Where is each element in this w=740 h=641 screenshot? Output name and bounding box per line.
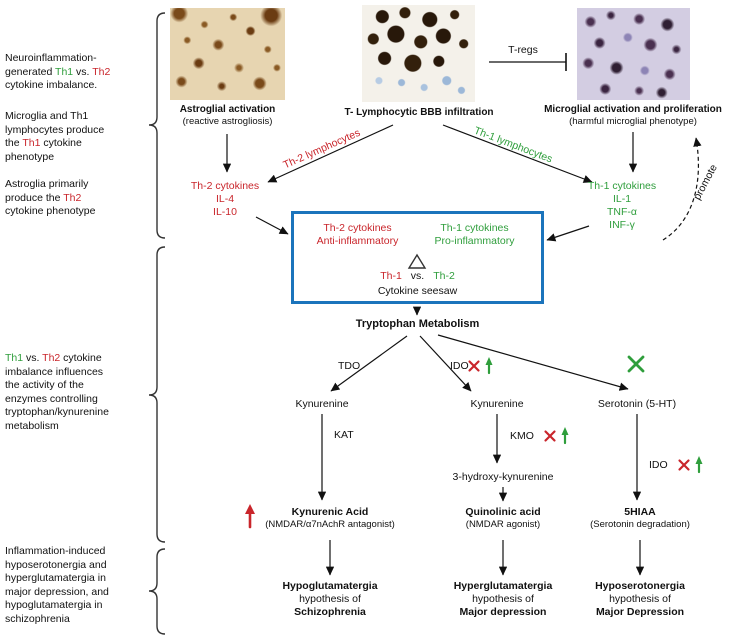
caption-lymphocytic: T- Lymphocytic BBB infiltration [319,107,519,119]
serotonin-label: Serotonin (5-HT) [597,398,677,410]
th1-lymphocytes-label: Th-1 lymphocytes [472,124,555,166]
kynurenic-acid-name: Kynurenic Acid [291,506,369,518]
increase-arrow-head-ido [485,357,493,365]
caption-microglial-subtitle: (harmful microglial phenotype) [569,116,697,127]
th1-cytokine-il1: IL-1 [612,193,632,205]
caption-astroglial-title: Astroglial activation [179,104,276,115]
outcome-md1-line2: hypothesis of [472,593,534,605]
fivehiaa-name: 5HIAA [624,506,656,518]
histology-image-microglial [577,8,690,100]
outcome-md1-line3: Major depression [459,606,547,618]
quinolinic-acid-name: Quinolinic acid [465,506,541,518]
sidebar-note-astroglia: Astroglia primarily produce the Th2 cyto… [5,178,117,219]
kynurenine-left-label: Kynurenine [295,398,349,410]
th1-highlight: Th1 [55,65,74,78]
outcome-schizophrenia-line3: Schizophrenia [294,606,366,618]
th2-highlight: Th2 [42,352,61,364]
kynurenine-mid-label: Kynurenine [470,398,524,410]
caption-astroglial-subtitle: (reactive astrogliosis) [182,116,273,127]
grouping-brace-middle [148,246,166,543]
fivehiaa-node: 5HIAA (Serotonin degradation) [580,506,700,531]
th2-cytokine-il4: IL-4 [215,193,235,205]
caption-astroglial: Astroglial activation (reactive astrogli… [160,104,295,128]
hydroxykynurenine-label: 3-hydroxy-kynurenine [452,471,554,483]
increase-arrow-head-kmo [561,427,569,435]
outcome-major-depression-1: Hyperglutamatergia hypothesis of Major d… [441,580,565,619]
caption-microglial-title: Microglial activation and proliferation [544,104,722,115]
th1-cytokines-node: Th-1 cytokines IL-1 TNF-α INF-γ [574,180,670,232]
arrow-th2-to-seesaw [255,216,289,235]
text-segment: vs. [73,65,93,78]
outcome-major-depression-2: Hyposerotonergia hypothesis of Major Dep… [578,580,702,619]
cytokine-seesaw-box [291,211,544,304]
seesaw-vs-line: Th-1 vs. Th-2 [355,270,480,283]
seesaw-th1-subtitle: Pro-inflammatory [434,235,515,247]
enzyme-kmo-label: KMO [510,430,534,442]
th1-cytokine-tnf: TNF-α [607,206,637,218]
text-segment: Neuroinflammation-generated [5,52,97,78]
outcome-schizophrenia: Hypoglutamatergia hypothesis of Schizoph… [268,580,392,619]
seesaw-vs-th1: Th-1 [380,270,402,282]
text-segment: cytokine imbalance. [5,79,98,91]
grouping-brace-bottom [148,548,166,635]
outcome-md1-line1: Hyperglutamatergia [453,580,553,592]
enzyme-ido-label: IDO [450,360,469,372]
text-segment: cytokine imbalance influences the activi… [5,352,109,432]
text-segment: cytokine phenotype [5,137,82,163]
th2-cytokines-node: Th-2 cytokines IL-4 IL-10 [177,180,273,219]
sidebar-note-enzymes: Th1 vs. Th2 cytokine imbalance influence… [5,352,119,433]
th1-cytokines-title: Th-1 cytokines [587,180,657,192]
blocked-x-icon-ido2 [678,459,690,471]
histology-image-lymphocytic [362,5,475,102]
sidebar-note-imbalance: Neuroinflammation-generated Th1 vs. Th2 … [5,52,125,93]
outcome-md2-line2: hypothesis of [609,593,671,605]
seesaw-vs-th2: Th-2 [433,270,455,282]
sidebar-note-microglia: Microglia and Th1 lymphocytes produce th… [5,110,117,164]
th2-cytokine-il10: IL-10 [213,206,237,218]
histology-image-astroglial [170,8,285,100]
blocked-x-icon-ido [468,360,480,372]
caption-microglial: Microglial activation and proliferation … [533,104,733,128]
enzyme-ido2-label: IDO [649,459,668,471]
th1-cytokine-inf: INF-γ [609,219,635,231]
seesaw-th2-title: Th-2 cytokines [323,222,392,234]
arrow-lymph-to-th2 [267,124,394,183]
enzyme-kat-label: KAT [334,429,354,441]
tryptophan-metabolism-label: Tryptophan Metabolism [355,318,480,330]
kynurenic-acid-detail: (NMDAR/α7nAchR antagonist) [265,519,395,530]
text-segment: Microglia and Th1 lymphocytes produce th… [5,110,105,149]
th2-highlight: Th2 [63,191,82,204]
sidebar-note-hypotheses: Inflammation-induced hyposerotonergia an… [5,545,109,625]
caption-lymphocytic-title: T- Lymphocytic BBB infiltration [344,107,494,118]
outcome-md2-line3: Major Depression [595,606,685,618]
seesaw-vs-text: vs. [410,270,425,282]
th1-highlight: Th1 [5,352,24,364]
seesaw-th2-side: Th-2 cytokines Anti-inflammatory [300,222,415,248]
seesaw-th2-subtitle: Anti-inflammatory [316,235,399,247]
blocked-x-icon-kmo [544,430,556,442]
increase-arrow-head-ido2 [695,456,703,464]
seesaw-th1-title: Th-1 cytokines [440,222,509,234]
outcome-schizophrenia-line2: hypothesis of [299,593,361,605]
enzyme-tdo-label: TDO [338,360,361,372]
th1-highlight: Th1 [22,137,41,149]
seesaw-th1-side: Th-1 cytokines Pro-inflammatory [417,222,532,248]
kynurenic-acid-node: Kynurenic Acid (NMDAR/α7nAchR antagonist… [245,506,415,531]
quinolinic-acid-detail: (NMDAR agonist) [465,519,541,530]
text-segment: Astroglia primarily produce the [5,178,89,204]
text-segment: cytokine phenotype [5,205,96,217]
fivehiaa-detail: (Serotonin degradation) [590,519,690,530]
seesaw-caption: Cytokine seesaw [377,285,458,297]
tregs-label: T-regs [508,44,538,56]
th2-highlight: Th2 [92,65,111,78]
text-segment: vs. [23,352,43,364]
outcome-md2-line1: Hyposerotonergia [595,580,685,592]
outcome-schizophrenia-line1: Hypoglutamatergia [282,580,378,592]
th2-cytokines-title: Th-2 cytokines [190,180,260,192]
quinolinic-acid-node: Quinolinic acid (NMDAR agonist) [443,506,563,531]
promote-label: promote [691,162,720,203]
blocked-x-icon-serotonin-branch [627,355,645,373]
th2-lymphocytes-label: Th-2 lymphocytes [281,126,363,172]
